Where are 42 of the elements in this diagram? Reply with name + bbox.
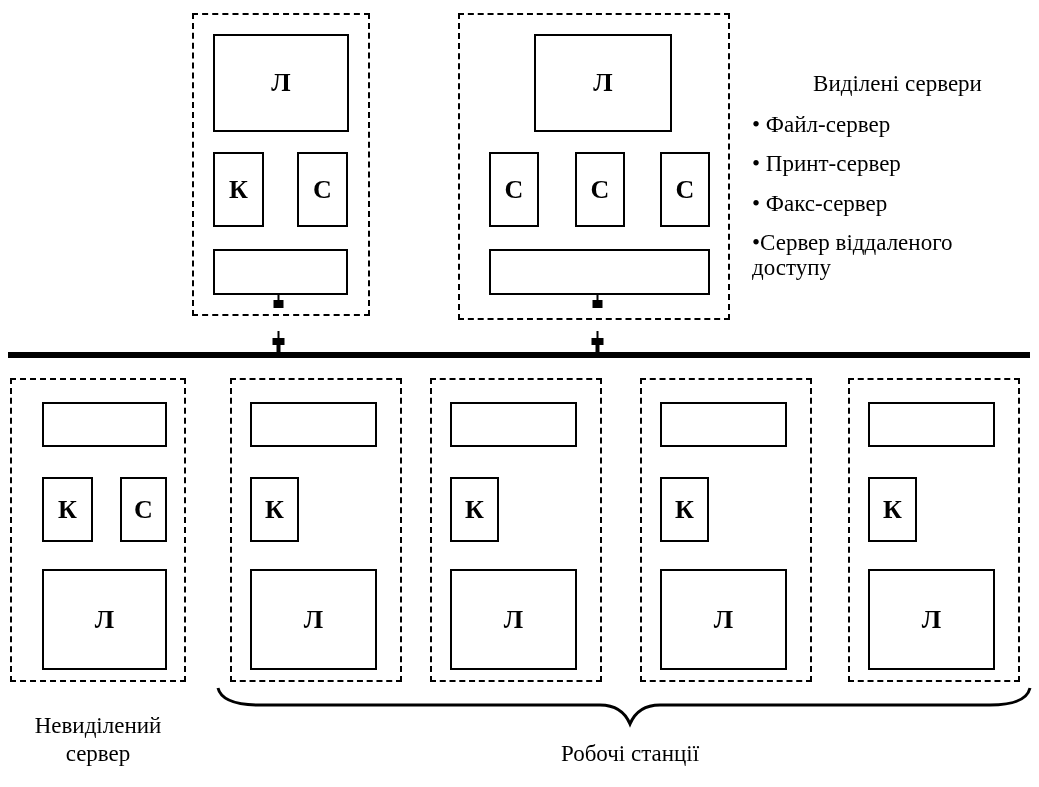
list-item: • Файл-сервер — [752, 112, 892, 138]
component-box: С — [660, 152, 710, 227]
adapter-box — [213, 249, 348, 295]
component-box: Л — [213, 34, 349, 132]
list-item: • Принт-сервер — [752, 151, 902, 177]
connector — [272, 292, 285, 353]
adapter-box — [450, 402, 577, 447]
component-box: Л — [868, 569, 995, 670]
computer-frame — [10, 378, 186, 682]
component-box: С — [489, 152, 539, 227]
component-box: С — [297, 152, 348, 227]
group-label: Робочі станції — [559, 740, 701, 768]
component-box: Л — [42, 569, 167, 670]
computer-frame — [848, 378, 1020, 682]
computer-frame — [430, 378, 602, 682]
component-box: Л — [450, 569, 577, 670]
component-box: К — [660, 477, 709, 542]
network-bus — [8, 352, 1030, 358]
adapter-box — [42, 402, 167, 447]
connector — [591, 292, 604, 353]
component-box: Л — [534, 34, 672, 132]
component-box: С — [120, 477, 167, 542]
computer-frame — [230, 378, 402, 682]
computer-frame — [640, 378, 812, 682]
component-box: К — [450, 477, 499, 542]
component-box: К — [868, 477, 917, 542]
computer-frame — [192, 13, 370, 316]
component-box: Л — [250, 569, 377, 670]
node-caption: Невиділений сервер — [33, 712, 163, 768]
adapter-box — [250, 402, 377, 447]
list-item: •Сервер віддаленого доступу — [752, 229, 954, 281]
adapter-box — [489, 249, 710, 295]
component-box: К — [42, 477, 93, 542]
list-item: • Факс-сервер — [752, 190, 889, 216]
component-box: С — [575, 152, 625, 227]
computer-frame — [458, 13, 730, 320]
adapter-box — [660, 402, 787, 447]
list-heading: Виділені сервери — [812, 70, 983, 98]
component-box: К — [250, 477, 299, 542]
component-box: К — [213, 152, 264, 227]
component-box: Л — [660, 569, 787, 670]
adapter-box — [868, 402, 995, 447]
